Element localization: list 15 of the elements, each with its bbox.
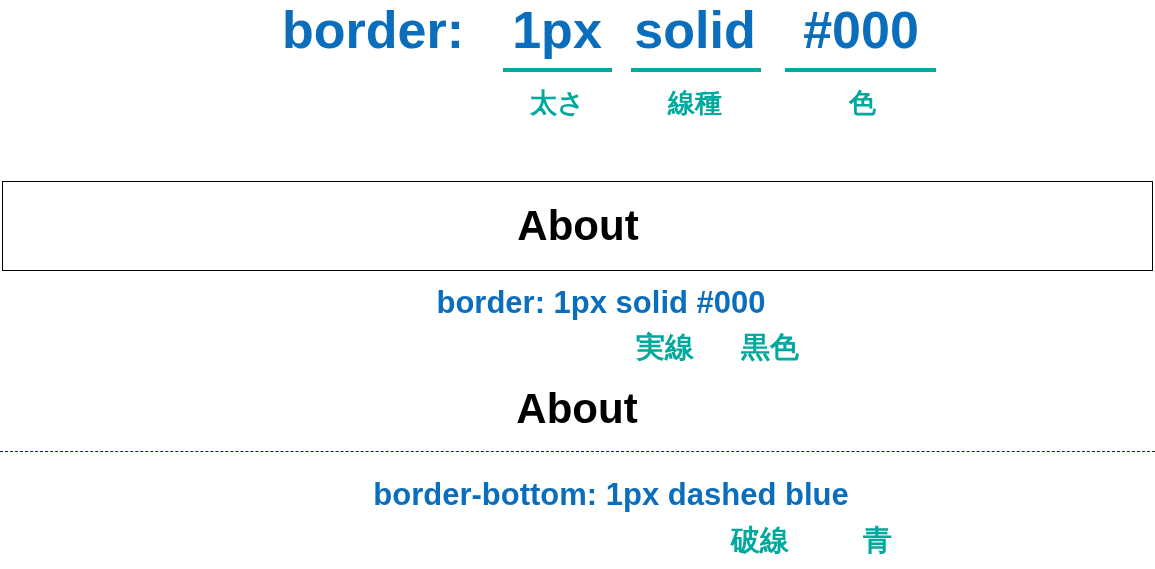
annotation-text: 線種 (668, 89, 722, 117)
code-text: border: 1px solid #000 (436, 286, 766, 318)
annotation-text: 青 (862, 525, 892, 555)
annotation-text: 太さ (529, 89, 585, 117)
annotation-text: 破線 (731, 525, 789, 555)
code-text: solid (634, 4, 756, 56)
heading-text: About (517, 205, 639, 247)
code-text: border: (282, 4, 464, 56)
code-text: border-bottom: 1px dashed blue (373, 478, 849, 510)
code-text: #000 (803, 4, 919, 56)
text-box (2, 181, 1153, 271)
annotation-text: 黒色 (741, 332, 799, 362)
annotation-text: 実線 (636, 332, 694, 362)
annotation-text: 色 (848, 89, 876, 117)
heading-text: About (516, 388, 638, 430)
